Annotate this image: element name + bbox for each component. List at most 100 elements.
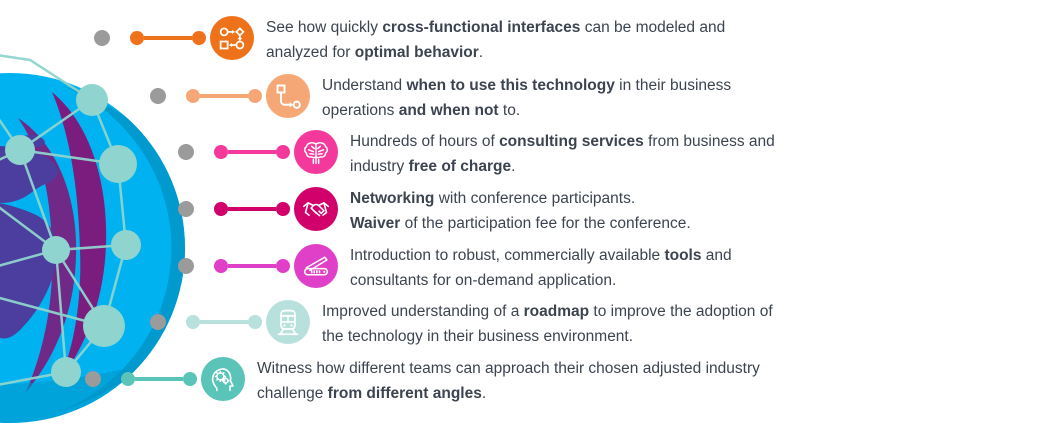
emphasis-text: cross-functional interfaces — [382, 19, 581, 36]
timeline-gray-dot — [150, 314, 166, 330]
benefit-text-line: the technology in their business environ… — [322, 324, 773, 349]
row-connector — [94, 14, 254, 62]
connector-start-dot — [121, 372, 135, 386]
row-connector — [150, 298, 310, 346]
connector-start-dot — [186, 315, 200, 329]
benefit-text-line: challenge from different angles. — [257, 381, 760, 406]
plain-text: Improved understanding of a — [322, 303, 524, 320]
benefit-row: Introduction to robust, commercially ava… — [178, 242, 732, 293]
plain-text: See how quickly — [266, 19, 383, 36]
connector-line — [144, 36, 192, 40]
connector-line — [228, 264, 276, 268]
benefit-text: Networking with conference participants.… — [350, 185, 691, 236]
plain-text: Introduction to robust, commercially ava… — [350, 247, 665, 264]
plain-text: industry — [350, 158, 409, 175]
emphasis-text: and when not — [398, 102, 499, 119]
emphasis-text: free of charge — [408, 158, 512, 175]
plain-text: . — [511, 158, 516, 175]
connector-end-dot — [248, 315, 262, 329]
benefit-text-line: Improved understanding of a roadmap to i… — [322, 299, 773, 324]
benefit-text-line: See how quickly cross-functional interfa… — [266, 15, 725, 40]
benefit-text: Understand when to use this technology i… — [322, 72, 731, 123]
row-connector — [178, 128, 338, 176]
plain-text: of the participation fee for the confere… — [400, 215, 691, 232]
connector-line — [200, 320, 248, 324]
row-connector — [178, 242, 338, 290]
row-connector — [178, 185, 338, 233]
emphasis-text: Waiver — [350, 215, 401, 232]
plain-text: Witness how different teams can approach… — [257, 360, 760, 377]
connector-start-dot — [214, 202, 228, 216]
timeline-gray-dot — [85, 371, 101, 387]
row-connector — [85, 355, 245, 403]
benefit-row: Understand when to use this technology i… — [150, 72, 731, 123]
timeline-gray-dot — [150, 88, 166, 104]
connector-line — [228, 150, 276, 154]
connector-start-dot — [214, 259, 228, 273]
connector-end-dot — [276, 259, 290, 273]
plain-text: in their business — [614, 77, 732, 94]
plain-text: . — [481, 385, 487, 402]
plain-text: . — [478, 44, 484, 61]
benefit-text-line: industry free of charge. — [350, 154, 775, 179]
plain-text: and — [701, 247, 732, 264]
row-connector — [150, 72, 310, 120]
plain-text: analyzed for — [266, 44, 355, 61]
benefit-text-line: Introduction to robust, commercially ava… — [350, 243, 732, 268]
benefit-row: Witness how different teams can approach… — [85, 355, 760, 406]
benefit-text-line: analyzed for optimal behavior. — [266, 40, 725, 65]
plain-text: with conference participants. — [434, 190, 636, 207]
connector-line — [200, 94, 248, 98]
emphasis-text: when to use this technology — [406, 77, 615, 94]
benefit-text: Hundreds of hours of consulting services… — [350, 128, 775, 179]
emphasis-text: from different angles — [327, 385, 482, 402]
connector-line — [135, 377, 183, 381]
benefit-text-line: Waiver of the participation fee for the … — [350, 211, 691, 236]
globe-network-nodes — [5, 84, 141, 387]
benefit-text: Introduction to robust, commercially ava… — [350, 242, 732, 293]
plain-text: the technology in their business environ… — [322, 328, 634, 345]
emphasis-text: tools — [664, 247, 702, 264]
timeline-gray-dot — [94, 30, 110, 46]
handshake-icon — [294, 187, 338, 231]
timeline-gray-dot — [178, 258, 194, 274]
benefit-row: See how quickly cross-functional interfa… — [94, 14, 725, 65]
brain-icon — [294, 130, 338, 174]
benefit-text-line: Witness how different teams can approach… — [257, 356, 760, 381]
pocket-knife-icon — [294, 244, 338, 288]
timeline-gray-dot — [178, 201, 194, 217]
benefit-text: See how quickly cross-functional interfa… — [266, 14, 725, 65]
connector-end-dot — [276, 202, 290, 216]
connector-line — [228, 207, 276, 211]
plain-text: can be modeled and — [580, 19, 726, 36]
connector-start-dot — [130, 31, 144, 45]
plain-text: Understand — [322, 77, 407, 94]
benefit-text: Improved understanding of a roadmap to i… — [322, 298, 773, 349]
plain-text: operations — [322, 102, 399, 119]
emphasis-text: Networking — [350, 190, 435, 207]
emphasis-text: optimal behavior — [354, 44, 479, 61]
emphasis-text: roadmap — [523, 303, 590, 320]
flow-path-icon — [266, 74, 310, 118]
plain-text: Hundreds of hours of — [350, 133, 500, 150]
plain-text: consultants for on-demand application. — [350, 272, 617, 289]
plain-text: to improve the adoption of — [589, 303, 773, 320]
benefit-text-line: Understand when to use this technology i… — [322, 73, 731, 98]
connector-end-dot — [192, 31, 206, 45]
connector-end-dot — [276, 145, 290, 159]
connector-end-dot — [183, 372, 197, 386]
plain-text: challenge — [257, 385, 328, 402]
benefit-row: Networking with conference participants.… — [178, 185, 691, 236]
benefit-row: Improved understanding of a roadmap to i… — [150, 298, 773, 349]
train-icon — [266, 300, 310, 344]
head-gears-icon — [201, 357, 245, 401]
benefit-text-line: Networking with conference participants. — [350, 186, 691, 211]
benefit-text: Witness how different teams can approach… — [257, 355, 760, 406]
benefit-text-line: Hundreds of hours of consulting services… — [350, 129, 775, 154]
plain-text: from business and — [643, 133, 775, 150]
emphasis-text: consulting services — [499, 133, 644, 150]
plain-text: to. — [498, 102, 521, 119]
connected-world-globe — [0, 0, 260, 434]
connector-end-dot — [248, 89, 262, 103]
